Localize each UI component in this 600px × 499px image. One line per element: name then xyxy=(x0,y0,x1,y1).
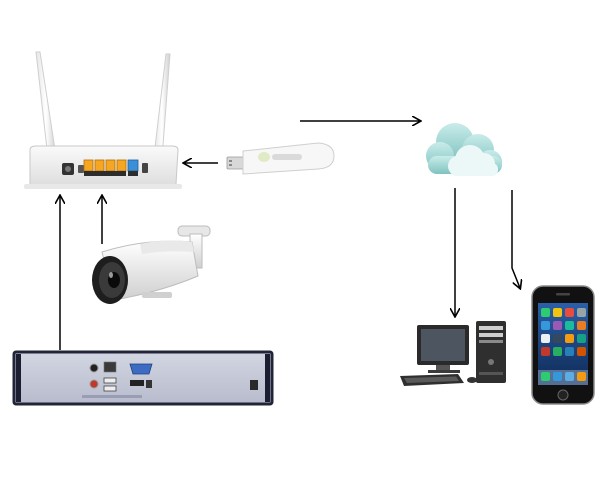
nvr-recorder-icon xyxy=(12,350,274,406)
bullet-camera-icon xyxy=(92,225,211,304)
app-icon-grid xyxy=(538,308,588,385)
connection-arrows xyxy=(60,121,520,350)
smartphone-icon xyxy=(531,285,595,405)
arrow-cloud-to-smartphone xyxy=(511,190,520,288)
desktop-computer-icon xyxy=(400,321,506,386)
cloud-icon xyxy=(426,123,502,176)
usb-modem-icon xyxy=(226,142,335,175)
wireless-router-icon xyxy=(24,51,182,189)
